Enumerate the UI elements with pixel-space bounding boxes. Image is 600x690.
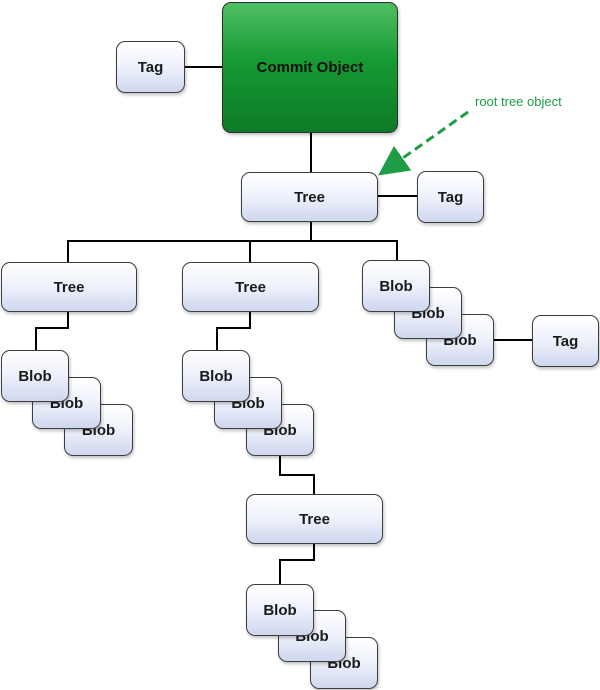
blob-tag-node: Tag [532,315,599,367]
commit-object-node: Commit Object [222,2,398,133]
root-tree-node: Tree [241,172,378,222]
right-blob-1: Blob [362,260,430,312]
root-tree-arrow [378,110,469,176]
root-tag-node: Tag [417,171,484,223]
left-tree-node: Tree [1,262,137,312]
middle-blob-1: Blob [182,350,250,402]
root-tree-annotation: root tree object [475,94,562,109]
commit-tag-node: Tag [116,41,185,93]
subtree-blob-1: Blob [246,584,314,636]
middle-tree-node: Tree [182,262,319,312]
left-blob-1: Blob [1,350,69,402]
subtree-node: Tree [246,494,383,544]
